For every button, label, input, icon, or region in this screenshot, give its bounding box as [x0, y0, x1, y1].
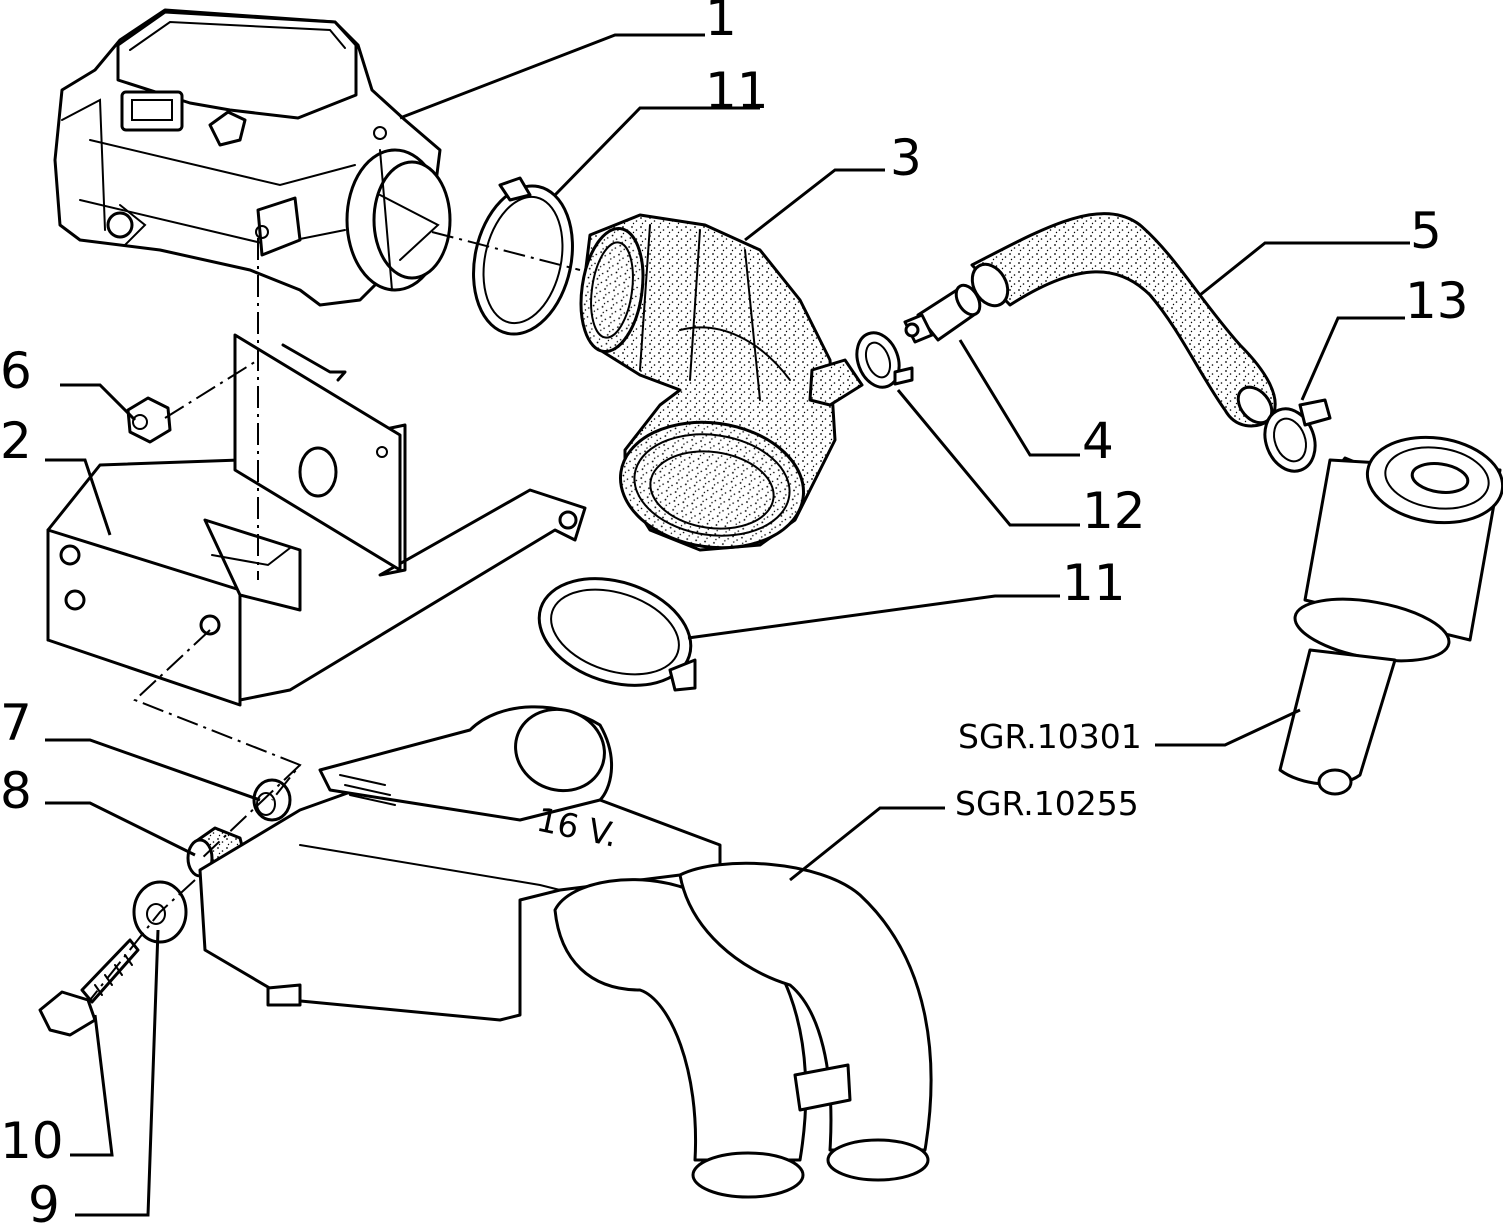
- callout-2: 2: [0, 412, 32, 470]
- assembly-lines: [89, 231, 581, 1001]
- callout-labels: 1 11 3 5 13 6 2 4 12 11 7 8 10 9 SGR.103…: [0, 0, 1469, 1230]
- air-flow-meter: [53, 8, 452, 307]
- callout-4: 4: [1082, 412, 1114, 470]
- intake-hose-elbow: [579, 213, 864, 552]
- callout-13: 13: [1405, 272, 1469, 330]
- bolt-10: [38, 938, 140, 1037]
- air-filter-box: 16 V.: [198, 705, 933, 1199]
- callout-9: 9: [28, 1176, 60, 1230]
- hose-connector: [903, 283, 982, 344]
- leader-lines: [45, 33, 1410, 1217]
- reference-sgr-10301: SGR.10301: [958, 717, 1142, 756]
- worm-clamp: [1263, 398, 1332, 473]
- callout-6: 6: [0, 342, 32, 400]
- callout-12: 12: [1082, 482, 1146, 540]
- callout-5: 5: [1410, 202, 1442, 260]
- mounting-bracket: [46, 333, 587, 707]
- breather-hose: [970, 212, 1277, 428]
- callout-10: 10: [0, 1112, 64, 1170]
- callout-11-lower: 11: [1062, 554, 1126, 612]
- small-clamp: [855, 331, 914, 389]
- callout-3: 3: [890, 129, 922, 187]
- callout-8: 8: [0, 762, 32, 820]
- hose-clamp-lower: [537, 577, 697, 692]
- nut-6: [126, 396, 172, 444]
- callout-7: 7: [0, 694, 32, 752]
- hose-clamp-upper: [472, 176, 574, 336]
- callout-1: 1: [705, 0, 737, 47]
- reference-sgr-10255: SGR.10255: [955, 784, 1139, 823]
- callout-11-upper: 11: [705, 62, 769, 120]
- breather-canister: [1278, 435, 1503, 796]
